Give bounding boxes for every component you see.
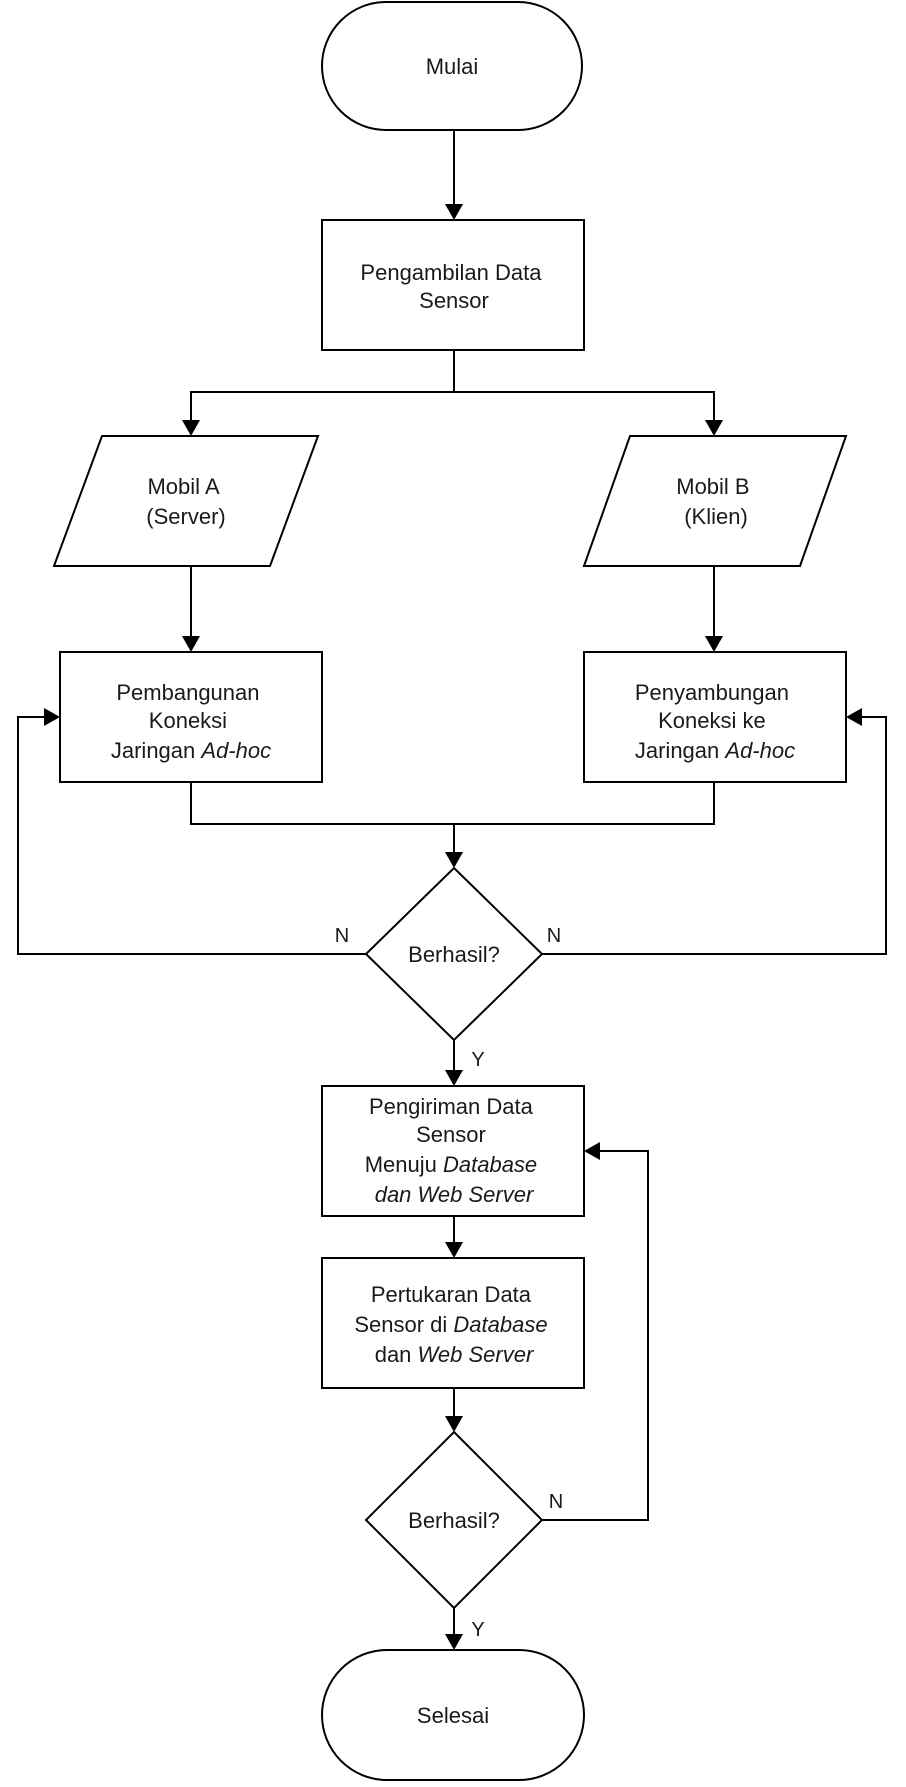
node-check2: Berhasil?: [364, 1430, 544, 1610]
arrow-connect-to-check: [453, 782, 715, 852]
node-exchange-label: Pertukaran Data Sensor di Database dan W…: [354, 1282, 553, 1367]
node-collect-label: Pengambilan Data Sensor: [360, 260, 547, 313]
node-check2-label: Berhasil?: [408, 1508, 500, 1533]
node-car-b: Mobil B (Klien): [582, 435, 848, 567]
node-connect: Penyambungan Koneksi ke Jaringan Ad-hoc: [583, 651, 847, 783]
arrowhead-icon: [445, 1634, 463, 1650]
terminator-shape: [321, 1, 583, 131]
arrow-build-to-check: [190, 782, 454, 825]
node-build-label: Pembangunan Koneksi Jaringan Ad-hoc: [111, 680, 271, 763]
data-shape: [52, 435, 320, 567]
arrowhead-icon: [705, 420, 723, 436]
arrowhead-icon: [182, 636, 200, 652]
process-shape: [583, 651, 847, 783]
node-end: Selesai: [321, 1649, 585, 1781]
node-start-label: Mulai: [426, 54, 479, 79]
data-shape: [582, 435, 848, 567]
node-check1: Berhasil?: [364, 866, 544, 1042]
node-exchange: Pertukaran Data Sensor di Database dan W…: [321, 1257, 585, 1389]
decision-shape: [364, 866, 544, 1042]
process-shape: [59, 651, 323, 783]
arrow-check1-no-left: [17, 716, 366, 955]
node-build: Pembangunan Koneksi Jaringan Ad-hoc: [59, 651, 323, 783]
edge-label-check2-no: N: [549, 1491, 563, 1513]
node-check1-label: Berhasil?: [408, 942, 500, 967]
edge-label-check1-no-left: N: [335, 925, 349, 947]
node-car-a: Mobil A (Server): [52, 435, 320, 567]
node-car-b-label: Mobil B (Klien): [676, 474, 755, 529]
process-shape: [321, 1257, 585, 1389]
node-connect-label: Penyambungan Koneksi ke Jaringan Ad-hoc: [635, 680, 795, 763]
arrowhead-icon: [445, 1070, 463, 1086]
edge-label-check1-no-right: N: [547, 925, 561, 947]
node-send: Pengiriman Data Sensor Menuju Database d…: [321, 1085, 585, 1217]
node-collect: Pengambilan Data Sensor: [321, 219, 585, 351]
arrowhead-icon: [445, 852, 463, 868]
node-start: Mulai: [321, 1, 583, 131]
arrow-check1-no-right: [542, 716, 887, 955]
edge-label-check2-yes: Y: [471, 1619, 484, 1641]
process-shape: [321, 219, 585, 351]
node-car-a-label: Mobil A (Server): [146, 474, 225, 529]
arrowhead-icon: [846, 708, 862, 726]
edge-label-check1-yes: Y: [471, 1049, 484, 1071]
arrow-check2-no: [542, 1150, 649, 1521]
arrow-collect-to-car-b: [454, 391, 715, 420]
process-shape: [321, 1085, 585, 1217]
arrowhead-icon: [584, 1142, 600, 1160]
arrowhead-icon: [445, 204, 463, 220]
arrowhead-icon: [182, 420, 200, 436]
arrowhead-icon: [445, 1416, 463, 1432]
node-send-label: Pengiriman Data Sensor Menuju Database d…: [365, 1094, 544, 1207]
arrowhead-icon: [705, 636, 723, 652]
arrowhead-icon: [445, 1242, 463, 1258]
decision-shape: [364, 1430, 544, 1610]
arrowhead-icon: [44, 708, 60, 726]
arrow-collect-to-car-a: [190, 350, 455, 420]
terminator-shape: [321, 1649, 585, 1781]
node-end-label: Selesai: [417, 1703, 489, 1728]
connectors: [17, 130, 887, 1650]
